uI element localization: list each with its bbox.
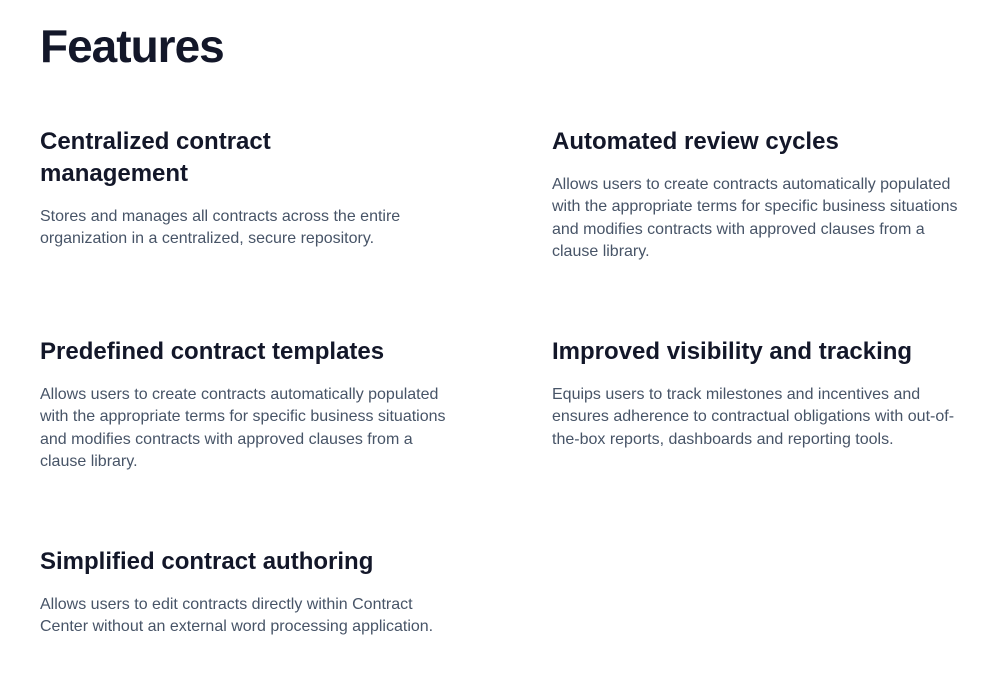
page-title: Features: [40, 20, 225, 72]
features-page: Features Centralized contract management…: [40, 20, 960, 639]
feature-title: Predefined contract templates: [40, 337, 385, 365]
feature-card-simplified-contract-authoring: Simplified contract authoring Allows use…: [40, 546, 448, 639]
feature-card-centralized-contract-management: Centralized contract management Stores a…: [40, 126, 448, 264]
feature-description: Allows users to edit contracts directly …: [40, 595, 434, 636]
feature-title: Centralized contract management: [40, 127, 271, 187]
feature-card-improved-visibility-and-tracking: Improved visibility and tracking Equips …: [552, 336, 960, 474]
feature-description: Equips users to track milestones and inc…: [552, 385, 955, 448]
feature-card-predefined-contract-templates: Predefined contract templates Allows use…: [40, 336, 448, 474]
feature-title: Automated review cycles: [552, 127, 839, 155]
feature-description: Stores and manages all contracts across …: [40, 207, 401, 248]
feature-card-automated-review-cycles: Automated review cycles Allows users to …: [552, 126, 960, 264]
feature-title: Improved visibility and tracking: [552, 337, 913, 365]
features-grid: Centralized contract management Stores a…: [40, 126, 960, 639]
feature-description: Allows users to create contracts automat…: [552, 175, 958, 261]
feature-description: Allows users to create contracts automat…: [40, 385, 446, 471]
feature-title: Simplified contract authoring: [40, 547, 374, 575]
